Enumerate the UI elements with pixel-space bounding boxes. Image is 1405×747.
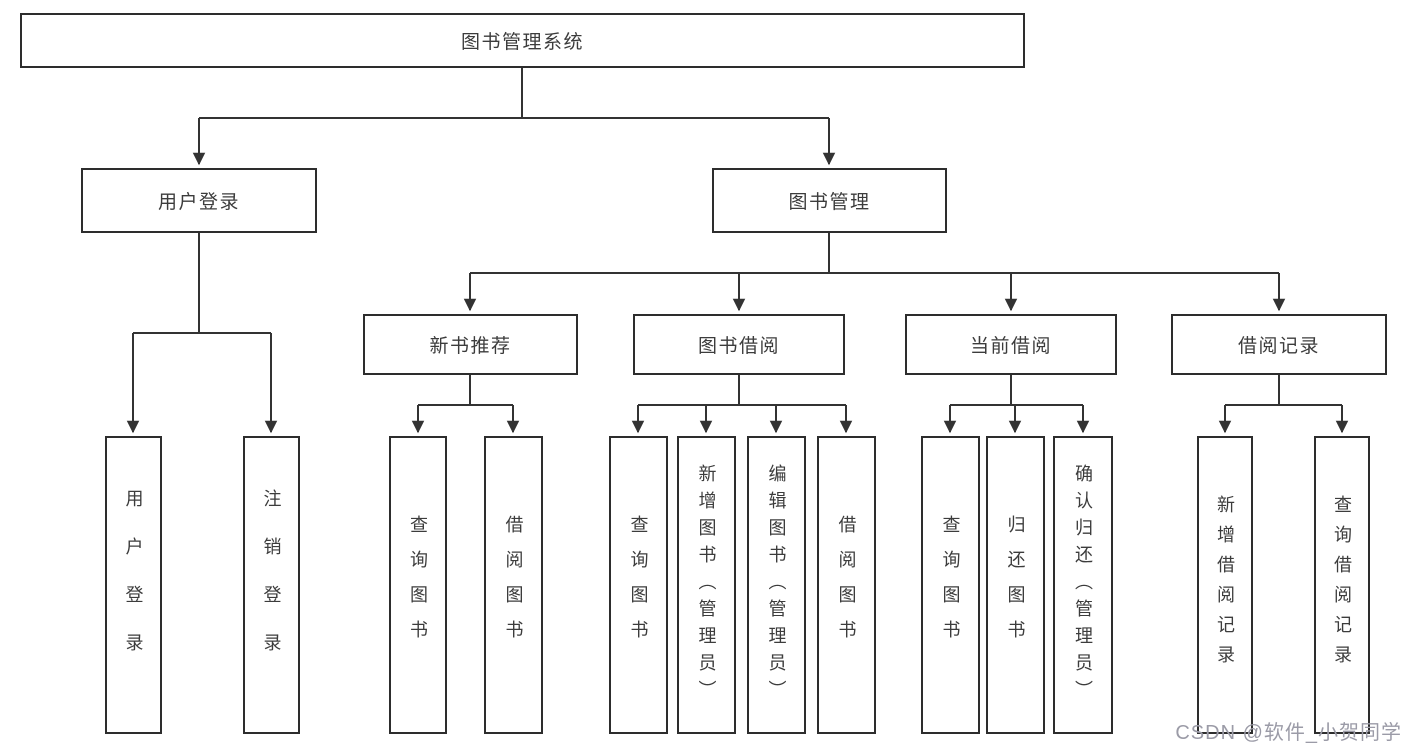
csdn-watermark: CSDN @软件_小贺同学 bbox=[1175, 722, 1402, 744]
node-leaf-borrow-book-recommend: 借阅图书 bbox=[484, 436, 543, 734]
node-leaf-query-book-borrow: 查询图书 bbox=[609, 436, 668, 734]
node-root: 图书管理系统 bbox=[20, 13, 1025, 68]
node-leaf-add-borrow-record: 新增借阅记录 bbox=[1197, 436, 1253, 734]
node-leaf-query-borrow-record: 查询借阅记录 bbox=[1314, 436, 1370, 734]
node-borrow-records: 借阅记录 bbox=[1171, 314, 1387, 375]
node-leaf-query-book-recommend: 查询图书 bbox=[389, 436, 447, 734]
node-leaf-edit-book-admin: 编辑图书（管理员） bbox=[747, 436, 806, 734]
node-new-book-recommend: 新书推荐 bbox=[363, 314, 578, 375]
node-leaf-return-book: 归还图书 bbox=[986, 436, 1045, 734]
node-leaf-query-book-current: 查询图书 bbox=[921, 436, 980, 734]
node-leaf-borrow-book: 借阅图书 bbox=[817, 436, 876, 734]
node-leaf-add-book-admin: 新增图书（管理员） bbox=[677, 436, 736, 734]
node-leaf-logout: 注销登录 bbox=[243, 436, 300, 734]
node-user-login: 用户登录 bbox=[81, 168, 317, 233]
node-book-management: 图书管理 bbox=[712, 168, 947, 233]
node-book-borrow: 图书借阅 bbox=[633, 314, 845, 375]
node-leaf-confirm-return-admin: 确认归还（管理员） bbox=[1053, 436, 1113, 734]
node-leaf-user-login: 用户登录 bbox=[105, 436, 162, 734]
node-current-borrow: 当前借阅 bbox=[905, 314, 1117, 375]
